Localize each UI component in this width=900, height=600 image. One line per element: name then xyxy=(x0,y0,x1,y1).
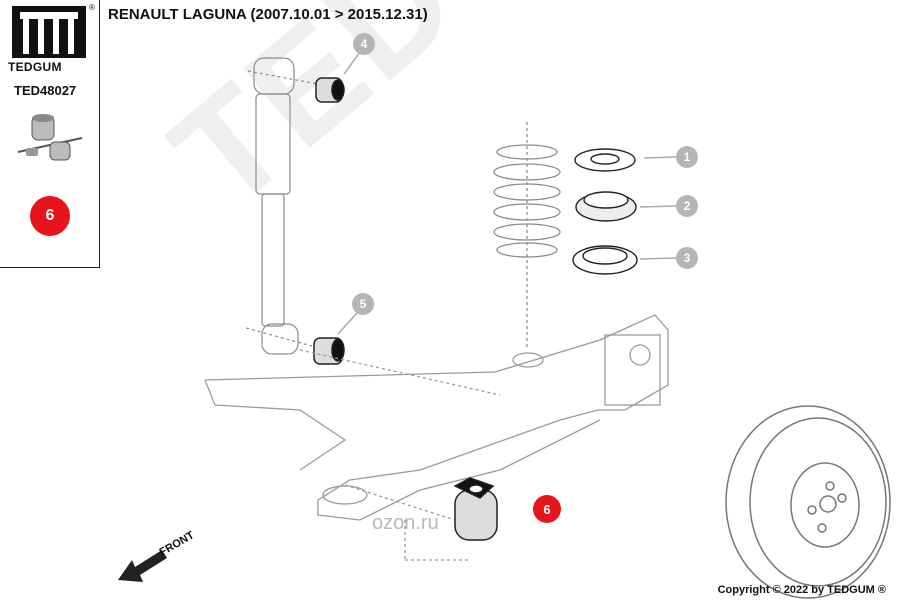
tedgum-logo-icon xyxy=(12,6,86,58)
product-thumbnail xyxy=(17,114,83,161)
callout-2: 2 xyxy=(676,195,698,217)
position-badge: 6 xyxy=(30,196,70,236)
product-sidebar: ® TEDGUM TED48027 6 xyxy=(0,0,100,268)
callout-1: 1 xyxy=(676,146,698,168)
wheel-drawing xyxy=(725,405,891,599)
registered-mark: ® xyxy=(89,3,95,12)
front-arrow xyxy=(118,550,167,582)
bushing-6-drawing xyxy=(453,477,498,541)
coil-spring-drawing xyxy=(493,122,561,350)
ozon-mark: ozon.ru xyxy=(372,512,439,534)
brand-name: TEDGUM xyxy=(8,60,62,74)
part-number: TED48027 xyxy=(14,83,77,98)
callout-leaders xyxy=(337,51,677,335)
copyright: Copyright © 2022 by TEDGUM ® xyxy=(717,584,886,596)
tedgum-logo xyxy=(8,6,92,63)
callout-6: 6 xyxy=(533,495,561,523)
spring-seats-drawing xyxy=(572,148,638,275)
callout-3: 3 xyxy=(676,247,698,269)
bushing-4-drawing xyxy=(315,77,345,103)
bushing-5-drawing xyxy=(313,337,345,365)
axle-beam-drawing xyxy=(204,314,669,561)
callout-5: 5 xyxy=(352,293,374,315)
shock-absorber-drawing xyxy=(245,57,319,355)
vehicle-title: RENAULT LAGUNA (2007.10.01 > 2015.12.31) xyxy=(108,6,428,23)
callout-4: 4 xyxy=(353,33,375,55)
